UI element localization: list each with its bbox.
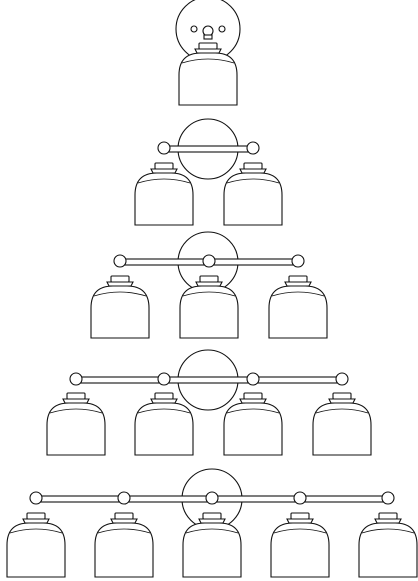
shade-highlight-line <box>181 58 235 64</box>
shade-highlight-line <box>182 291 236 297</box>
fitter-base <box>239 168 267 174</box>
glass-shade <box>134 402 194 456</box>
arm-knob <box>157 141 171 155</box>
socket-stem <box>203 34 213 40</box>
shade-highlight-line <box>185 528 239 534</box>
fitter-base <box>106 281 134 287</box>
fixture-1-light <box>175 0 241 106</box>
fitter-base <box>284 281 312 287</box>
shade-highlight-line <box>273 528 327 534</box>
fitter-collar <box>288 275 308 283</box>
cross-arm <box>75 376 343 384</box>
glass-shade <box>46 402 106 456</box>
arm-knob <box>69 372 83 386</box>
fitter-base <box>150 398 178 404</box>
cross-arm <box>163 145 254 153</box>
fixture-4-light <box>46 349 372 456</box>
glass-shade <box>179 285 239 339</box>
mounting-screw <box>218 25 226 33</box>
glass-shade <box>223 402 283 456</box>
fitter-collar <box>66 392 86 400</box>
glass-shade <box>178 52 238 106</box>
fixture-2-light <box>134 118 283 226</box>
glass-shade <box>223 172 283 226</box>
fitter-collar <box>290 512 310 520</box>
arm-knob <box>29 491 43 505</box>
fixture-3-light <box>90 231 328 339</box>
fitter-base <box>286 518 314 524</box>
arm-knob <box>117 491 131 505</box>
fitter-base <box>195 281 223 287</box>
fitter-collar <box>243 162 263 170</box>
arm-knob <box>202 254 216 268</box>
fitter-collar <box>378 512 398 520</box>
fitter-collar <box>198 42 218 50</box>
glass-shade <box>268 285 328 339</box>
fitter-collar <box>199 275 219 283</box>
fitter-base <box>194 48 222 54</box>
arm-knob <box>291 254 305 268</box>
mounting-screw <box>190 25 198 33</box>
arm-knob <box>335 372 349 386</box>
shade-highlight-line <box>9 528 63 534</box>
arm-knob <box>205 491 219 505</box>
fitter-collar <box>114 512 134 520</box>
fitter-base <box>62 398 90 404</box>
fitter-base <box>328 398 356 404</box>
fitter-base <box>198 518 226 524</box>
glass-shade <box>358 522 418 578</box>
shade-highlight-line <box>226 408 280 414</box>
arm-knob <box>381 491 395 505</box>
fitter-collar <box>243 392 263 400</box>
glass-shade <box>312 402 372 456</box>
arm-knob <box>157 372 171 386</box>
fitter-collar <box>110 275 130 283</box>
fitter-base <box>374 518 402 524</box>
glass-shade <box>6 522 66 578</box>
shade-highlight-line <box>49 408 103 414</box>
shade-highlight-line <box>93 291 147 297</box>
shade-highlight-line <box>137 178 191 184</box>
arm-knob <box>246 372 260 386</box>
shade-highlight-line <box>271 291 325 297</box>
arm-knob <box>113 254 127 268</box>
fitter-collar <box>154 162 174 170</box>
shade-highlight-line <box>137 408 191 414</box>
fitter-base <box>110 518 138 524</box>
fitter-collar <box>202 512 222 520</box>
fitter-base <box>150 168 178 174</box>
shade-highlight-line <box>361 528 415 534</box>
arm-knob <box>246 141 260 155</box>
shade-highlight-line <box>226 178 280 184</box>
glass-shade <box>134 172 194 226</box>
fitter-base <box>239 398 267 404</box>
shade-highlight-line <box>315 408 369 414</box>
shade-highlight-line <box>97 528 151 534</box>
arm-knob <box>293 491 307 505</box>
glass-shade <box>90 285 150 339</box>
fitter-collar <box>26 512 46 520</box>
fitter-collar <box>154 392 174 400</box>
fixture-5-light <box>6 468 418 578</box>
glass-shade <box>94 522 154 578</box>
glass-shade <box>270 522 330 578</box>
glass-shade <box>182 522 242 578</box>
fitter-base <box>22 518 50 524</box>
fitter-collar <box>332 392 352 400</box>
